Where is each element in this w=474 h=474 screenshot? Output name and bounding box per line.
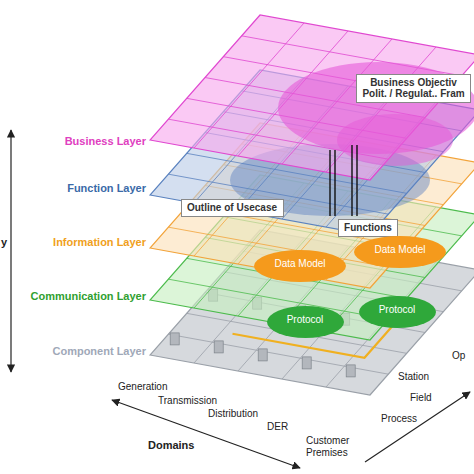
zone-label: Station: [398, 371, 429, 383]
node-text: Functions: [344, 222, 392, 234]
layer-label: Component Layer: [52, 345, 146, 358]
ellipse-shape: [359, 296, 436, 328]
mapping-line: [329, 150, 330, 216]
layer-ellipse: Protocol: [267, 306, 344, 338]
business-plane: [150, 15, 474, 180]
equipment-icon: [346, 365, 355, 377]
node-text: Data Model: [270, 258, 330, 270]
ellipse-shape: [267, 306, 344, 338]
zone-label: Op: [452, 350, 465, 362]
ellipse-shape: [254, 250, 346, 282]
node-text: Outline of Usecase: [187, 202, 278, 214]
equipment-icon: [170, 333, 179, 345]
node-text: Business Objectiv: [362, 77, 465, 89]
interoperability-axis: [10, 130, 11, 372]
equipment-icon: [214, 341, 223, 353]
zone-label: Field: [410, 392, 432, 404]
layer-ellipse: Data Model: [254, 250, 346, 282]
node-text: Polit. / Regulat.. Fram: [362, 88, 465, 100]
equipment-icon: [258, 349, 267, 361]
domain-label: Domains: [148, 439, 194, 452]
mapping-line: [356, 145, 357, 216]
layer-label: Information Layer: [53, 236, 146, 249]
mapping-line: [351, 145, 352, 216]
domain-label: Customer Premises: [306, 435, 362, 458]
ellipse-shape: [354, 236, 446, 268]
zone-label: Process: [381, 413, 417, 425]
domain-label: DER: [267, 421, 288, 433]
node-text: Protocol: [283, 314, 328, 326]
zones-axis: [365, 392, 470, 462]
layer-ellipse: Protocol: [359, 296, 436, 328]
layer-ellipse: Data Model: [354, 236, 446, 268]
callout-box: Functions: [338, 219, 398, 237]
layer-label: Communication Layer: [30, 290, 146, 303]
domain-label: Generation: [118, 381, 167, 393]
node-text: Data Model: [370, 244, 430, 256]
node-text: Protocol: [375, 304, 420, 316]
callout-box: Business ObjectivPolit. / Regulat.. Fram: [356, 74, 471, 103]
equipment-icon: [302, 357, 311, 369]
callout-box: Outline of Usecase: [181, 199, 284, 217]
mapping-line: [334, 150, 335, 216]
business-area: [337, 114, 453, 166]
domain-label: Transmission: [158, 395, 217, 407]
layer-label: Business Layer: [65, 135, 146, 148]
layer-plane: [150, 15, 474, 180]
domain-label: Distribution: [208, 408, 258, 420]
domains-axis: [112, 400, 300, 468]
axis-label: y: [1, 236, 7, 249]
layer-label: Function Layer: [67, 182, 146, 195]
